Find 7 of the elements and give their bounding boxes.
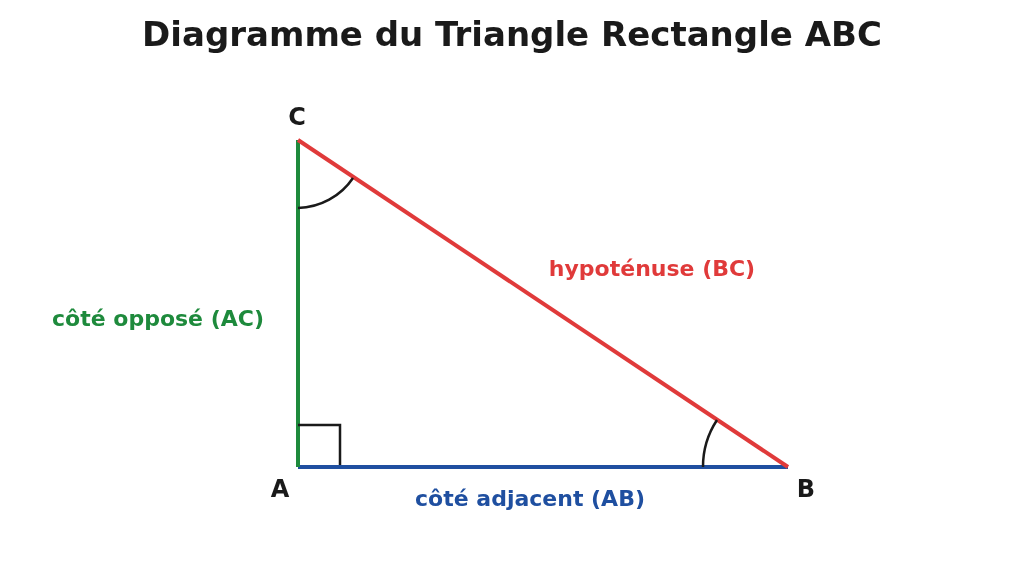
side-label: côté adjacent (AB)	[415, 485, 645, 511]
diagram-title: Diagramme du Triangle Rectangle ABC	[142, 14, 882, 54]
side-label: hypoténuse (BC)	[548, 255, 756, 281]
side-label: côté opposé (AC)	[52, 305, 264, 331]
vertex-label: C	[288, 103, 306, 131]
vertex-label: A	[270, 475, 290, 503]
vertex-label: B	[796, 475, 816, 503]
